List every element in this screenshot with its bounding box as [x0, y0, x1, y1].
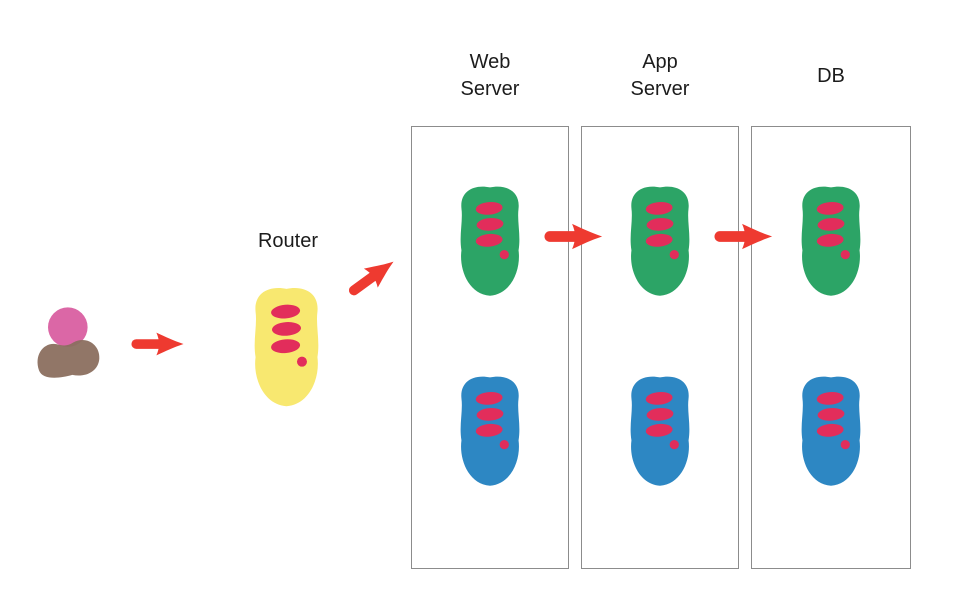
person-icon — [37, 307, 100, 378]
server-icon-web-primary — [448, 183, 532, 301]
server-icon-db-primary — [789, 183, 873, 301]
server-icon-app-secondary — [618, 373, 702, 491]
flow-arrow-icon — [544, 221, 606, 252]
flow-arrow-icon — [714, 221, 776, 252]
person-head — [48, 307, 88, 347]
server-icon-web-secondary — [448, 373, 532, 491]
flow-arrow-icon — [341, 248, 405, 306]
tier-label-db: DB — [817, 64, 845, 87]
person-body — [37, 339, 100, 378]
tier-label-web-server: Web Server — [460, 51, 520, 100]
server-icon-db-secondary — [789, 373, 873, 491]
router-server-icon — [241, 284, 332, 412]
server-icon-app-primary — [618, 183, 702, 301]
tier-label-app-server: App Server — [630, 51, 690, 100]
tier-box-web-server — [411, 126, 569, 569]
router-label: Router — [257, 230, 319, 252]
flow-arrow-icon — [131, 330, 187, 358]
